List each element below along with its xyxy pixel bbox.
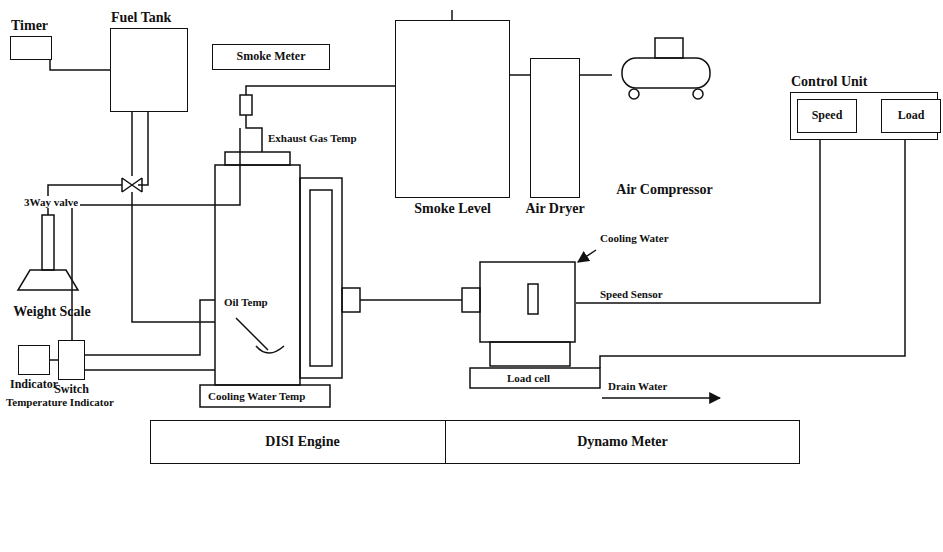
device-box: Air Dryer [530,58,580,198]
part-label: Cooling Water Temp [206,390,307,402]
part-label: Speed Sensor [598,288,665,300]
device-box: Speed [797,99,857,133]
drain-arrow [602,397,720,399]
exhaust-pipe [246,115,262,152]
part-label: Temperature Indicator [4,396,116,408]
fuel-line [138,112,148,185]
device-box: Control UnitSpeedLoad [790,92,938,140]
device-box: Dynamo Meter [445,420,800,464]
flywheel-housing [300,178,342,378]
device-label: Fuel Tank [111,10,171,26]
device-area: Weight Scale [2,210,102,322]
temp-wire [72,128,240,345]
device-box: DISI Engine [150,420,455,464]
device-label: Indicator [10,378,58,392]
temp-wire [85,369,215,371]
drive-shaft [360,299,462,301]
pipe-connector [510,74,530,76]
wheel [629,89,639,99]
device-label: Speed [798,109,856,123]
device-label: Weight Scale [2,304,102,320]
scale-pan [18,270,78,290]
device-label: Smoke Level [414,201,491,217]
pipe-connector [50,359,58,361]
burette [42,215,54,270]
smoke-probe-line [246,86,395,95]
loadcell-plate [470,368,600,388]
device-label: Dynamo Meter [446,434,799,450]
dyno-pedestal [490,342,570,366]
compressor-motor [655,38,683,58]
device-box: Switch [58,340,85,380]
cylinder-head [225,152,290,165]
device-label: Switch [54,383,89,397]
part-label: Cooling Water [598,232,671,244]
device-box: Smoke Meter [212,44,330,70]
device-label: Timer [11,18,48,34]
coupling [462,288,480,312]
fuel-feed-line [132,192,215,322]
speed-wire [576,140,820,303]
compressor-tank [622,58,710,88]
device-label: Air Dryer [525,201,584,217]
load-wire [600,140,905,368]
engine-block [215,165,300,385]
device-box: Load [881,99,941,133]
flywheel [310,190,332,366]
device-label: Air Compressor [612,182,717,198]
part-label: 3Way valve [22,196,80,208]
device-box: Indicator [18,345,50,375]
device-box: Fuel Tank [110,28,188,112]
speed-sensor [528,284,538,314]
dyno-body [480,262,575,342]
part-label: Exhaust Gas Temp [266,132,359,144]
device-box: Timer [10,36,52,60]
antenna [451,10,453,20]
temp-wire [85,300,215,355]
device-box: Smoke Level [395,20,510,198]
device-label: Load [882,109,940,123]
engine-plate [200,385,330,407]
wheel [693,89,703,99]
device-label: DISI Engine [151,434,454,450]
part-label: Drain Water [606,380,669,392]
device-label: Smoke Meter [213,50,329,64]
part-label: Oil Temp [222,296,270,308]
part-label: Load cell [505,372,552,384]
exhaust-probe [240,95,252,115]
coupling [342,288,360,312]
device-label: Control Unit [791,74,867,90]
pipe-connector [580,74,612,76]
oil-dipstick [236,318,284,353]
cooling-water-arrow [578,250,596,262]
valve-symbol [122,178,142,192]
device-area: Air Compressor [612,30,717,200]
